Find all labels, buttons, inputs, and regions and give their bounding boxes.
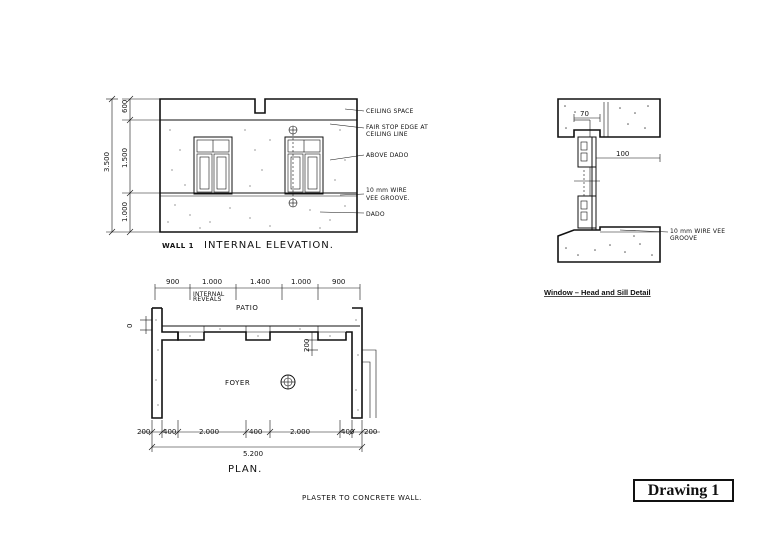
window-frame [574, 136, 600, 230]
label-wire-2: VEE GROOVE. [366, 195, 410, 202]
plan-dim-top-3: 1.000 [291, 278, 311, 286]
elevation-outline [159, 98, 358, 233]
plaster-texture [167, 129, 346, 229]
window-left [193, 136, 233, 195]
plan-title: PLAN. [228, 464, 262, 475]
plan-dim-overall: 5.200 [243, 450, 263, 458]
label-reveals-1: INTERNAL [193, 291, 225, 298]
label-fair-edge-1: FAIR STOP EDGE AT [366, 124, 428, 131]
plan-dim-200: 200 [303, 339, 311, 352]
elevation-title: INTERNAL ELEVATION. [204, 240, 334, 251]
dim-3500: 3.500 [103, 152, 111, 172]
section-marker-bottom [288, 198, 298, 208]
drawing-number-box: Drawing 1 [633, 479, 734, 502]
floor-marker [280, 374, 296, 390]
label-reveals-2: REVEALS [193, 296, 222, 303]
plan-dim-top-1: 1.000 [202, 278, 222, 286]
window-right [284, 136, 324, 195]
plan-dim-bottom-2: 2.000 [199, 428, 219, 436]
window-detail: 70 100 10 mm WIRE VEE GROOVE Window – He… [544, 98, 725, 297]
concrete-texture [564, 105, 653, 256]
label-groove-1: 10 mm WIRE VEE [670, 228, 725, 235]
plan-dim-bottom-3: 400 [249, 428, 262, 436]
plan-dim-top-0: 900 [166, 278, 179, 286]
label-ceiling-space: CEILING SPACE [366, 108, 414, 115]
internal-elevation: CEILING SPACE FAIR STOP EDGE AT CEILING … [103, 95, 428, 251]
label-above-dado: ABOVE DADO [366, 152, 409, 159]
dim-1500: 1.500 [121, 148, 129, 168]
label-groove-2: GROOVE [670, 235, 697, 242]
plan-dim-bottom-5: 400 [341, 428, 354, 436]
label-fair-edge-2: CEILING LINE [366, 131, 408, 138]
plan-inner-dim [306, 332, 318, 356]
plan-dim-top-4: 900 [332, 278, 345, 286]
drawing-subtitle: PLASTER TO CONCRETE WALL. [302, 494, 422, 502]
label-wire-1: 10 mm WIRE [366, 187, 407, 194]
section-marker-top [288, 125, 298, 135]
dim-600: 600 [121, 100, 129, 113]
plan-dim-top-2: 1.400 [250, 278, 270, 286]
detail-dim-lines [573, 114, 669, 233]
dim-100: 100 [616, 150, 629, 158]
drawing-number: Drawing 1 [647, 481, 720, 499]
plan-dim-small: 0 [126, 324, 134, 328]
plan-top-dims [154, 284, 361, 300]
plan-walls [151, 307, 377, 419]
elevation-tag: WALL 1 [162, 242, 194, 250]
plan-bottom-dims [140, 420, 380, 452]
detail-caption: Window – Head and Sill Detail [544, 288, 651, 297]
head-block [557, 98, 661, 138]
floor-plan: 900 1.000 1.400 1.000 900 INTERNAL REVEA… [126, 278, 380, 475]
sill-block [557, 226, 661, 263]
dim-1000: 1.000 [121, 202, 129, 222]
label-patio: PATIO [236, 304, 258, 312]
label-foyer: FOYER [225, 379, 250, 387]
plan-dim-bottom-0: 200 [137, 428, 150, 436]
plan-dim-bottom-1: 400 [163, 428, 176, 436]
elevation-leaders [319, 108, 365, 214]
label-dado: DADO [366, 211, 385, 218]
dim-70: 70 [580, 110, 589, 118]
plan-left-dim [140, 316, 152, 334]
plan-dim-bottom-6: 200 [364, 428, 377, 436]
elevation-dim-lines [106, 95, 160, 236]
wall-texture [155, 319, 359, 411]
plan-dim-bottom-4: 2.000 [290, 428, 310, 436]
